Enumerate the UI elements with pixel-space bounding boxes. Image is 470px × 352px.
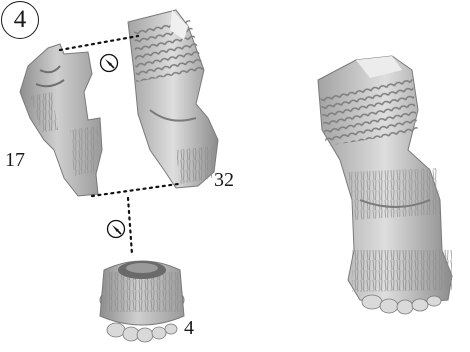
guide-line-base — [128, 198, 132, 254]
part-4-base — [100, 261, 184, 342]
guide-line-bottom — [92, 184, 178, 196]
step-number-badge: 4 — [1, 1, 39, 39]
glue-icon — [108, 221, 125, 238]
part-label-4: 4 — [184, 318, 194, 338]
part-17-left-half — [20, 44, 102, 196]
glue-icon — [101, 55, 118, 72]
assembled-figure — [318, 56, 452, 314]
step-number: 4 — [14, 6, 27, 34]
part-label-17: 17 — [5, 150, 25, 170]
part-label-32: 32 — [214, 170, 234, 190]
guide-line-top — [60, 36, 138, 50]
part-32-right-half — [128, 10, 218, 188]
